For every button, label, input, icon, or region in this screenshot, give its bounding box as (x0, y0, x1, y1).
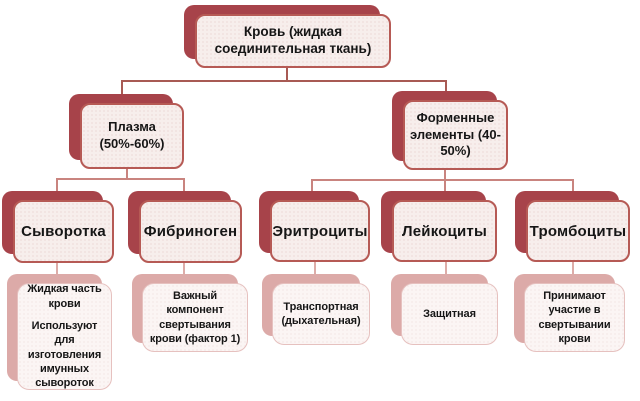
connector-plasma-stub (126, 169, 128, 180)
connector-root-horizontal (121, 80, 447, 82)
connector-formed-stub (444, 170, 446, 180)
connector-formed-horizontal (311, 179, 574, 181)
node-blood-root-label: Кровь (жидкая соединительная ткань) (195, 14, 391, 68)
connector-drop-serum (56, 178, 58, 202)
connector-root-stub (286, 68, 288, 82)
node-erythrocytes: Эритроциты (270, 200, 370, 262)
desc-erythrocytes-text: Транспортная (дыхательная) (272, 283, 370, 345)
desc-serum-line1: Жидкая часть крови (27, 283, 102, 310)
desc-leukocytes: Защитная (401, 283, 498, 345)
desc-leukocytes-text: Защитная (401, 283, 498, 345)
node-serum-label: Сыворотка (13, 200, 114, 263)
desc-serum-text: Жидкая часть крови Используют для изгото… (17, 283, 112, 390)
connector-drop-fibrinogen (183, 178, 185, 202)
node-plasma-label: Плазма (50%-60%) (80, 103, 184, 169)
node-plasma: Плазма (50%-60%) (80, 103, 184, 169)
desc-fibrinogen-text: Важный компонент свертывания крови (факт… (142, 283, 248, 352)
connector-erythrocytes-desc (314, 261, 316, 285)
connector-leukocytes-desc (445, 261, 447, 285)
node-fibrinogen: Фибриноген (139, 200, 242, 263)
node-blood-root: Кровь (жидкая соединительная ткань) (195, 14, 391, 68)
node-serum: Сыворотка (13, 200, 114, 263)
node-fibrinogen-label: Фибриноген (139, 200, 242, 263)
desc-fibrinogen: Важный компонент свертывания крови (факт… (142, 283, 248, 352)
connector-plasma-horizontal (56, 178, 185, 180)
node-platelets: Тромбоциты (526, 200, 630, 262)
node-platelets-label: Тромбоциты (526, 200, 630, 262)
node-leukocytes: Лейкоциты (392, 200, 497, 262)
connector-platelets-desc (572, 261, 574, 285)
desc-serum: Жидкая часть крови Используют для изгото… (17, 283, 112, 390)
node-formed-elements: Форменные элементы (40-50%) (403, 100, 508, 170)
desc-serum-line2: Используют для изготовления имунных сыво… (27, 320, 102, 390)
connector-drop-plasma (121, 80, 123, 105)
node-leukocytes-label: Лейкоциты (392, 200, 497, 262)
desc-platelets: Принимают участие в свертывании крови (524, 283, 625, 352)
desc-erythrocytes: Транспортная (дыхательная) (272, 283, 370, 345)
node-erythrocytes-label: Эритроциты (270, 200, 370, 262)
desc-platelets-text: Принимают участие в свертывании крови (524, 283, 625, 352)
node-formed-elements-label: Форменные элементы (40-50%) (403, 100, 508, 170)
